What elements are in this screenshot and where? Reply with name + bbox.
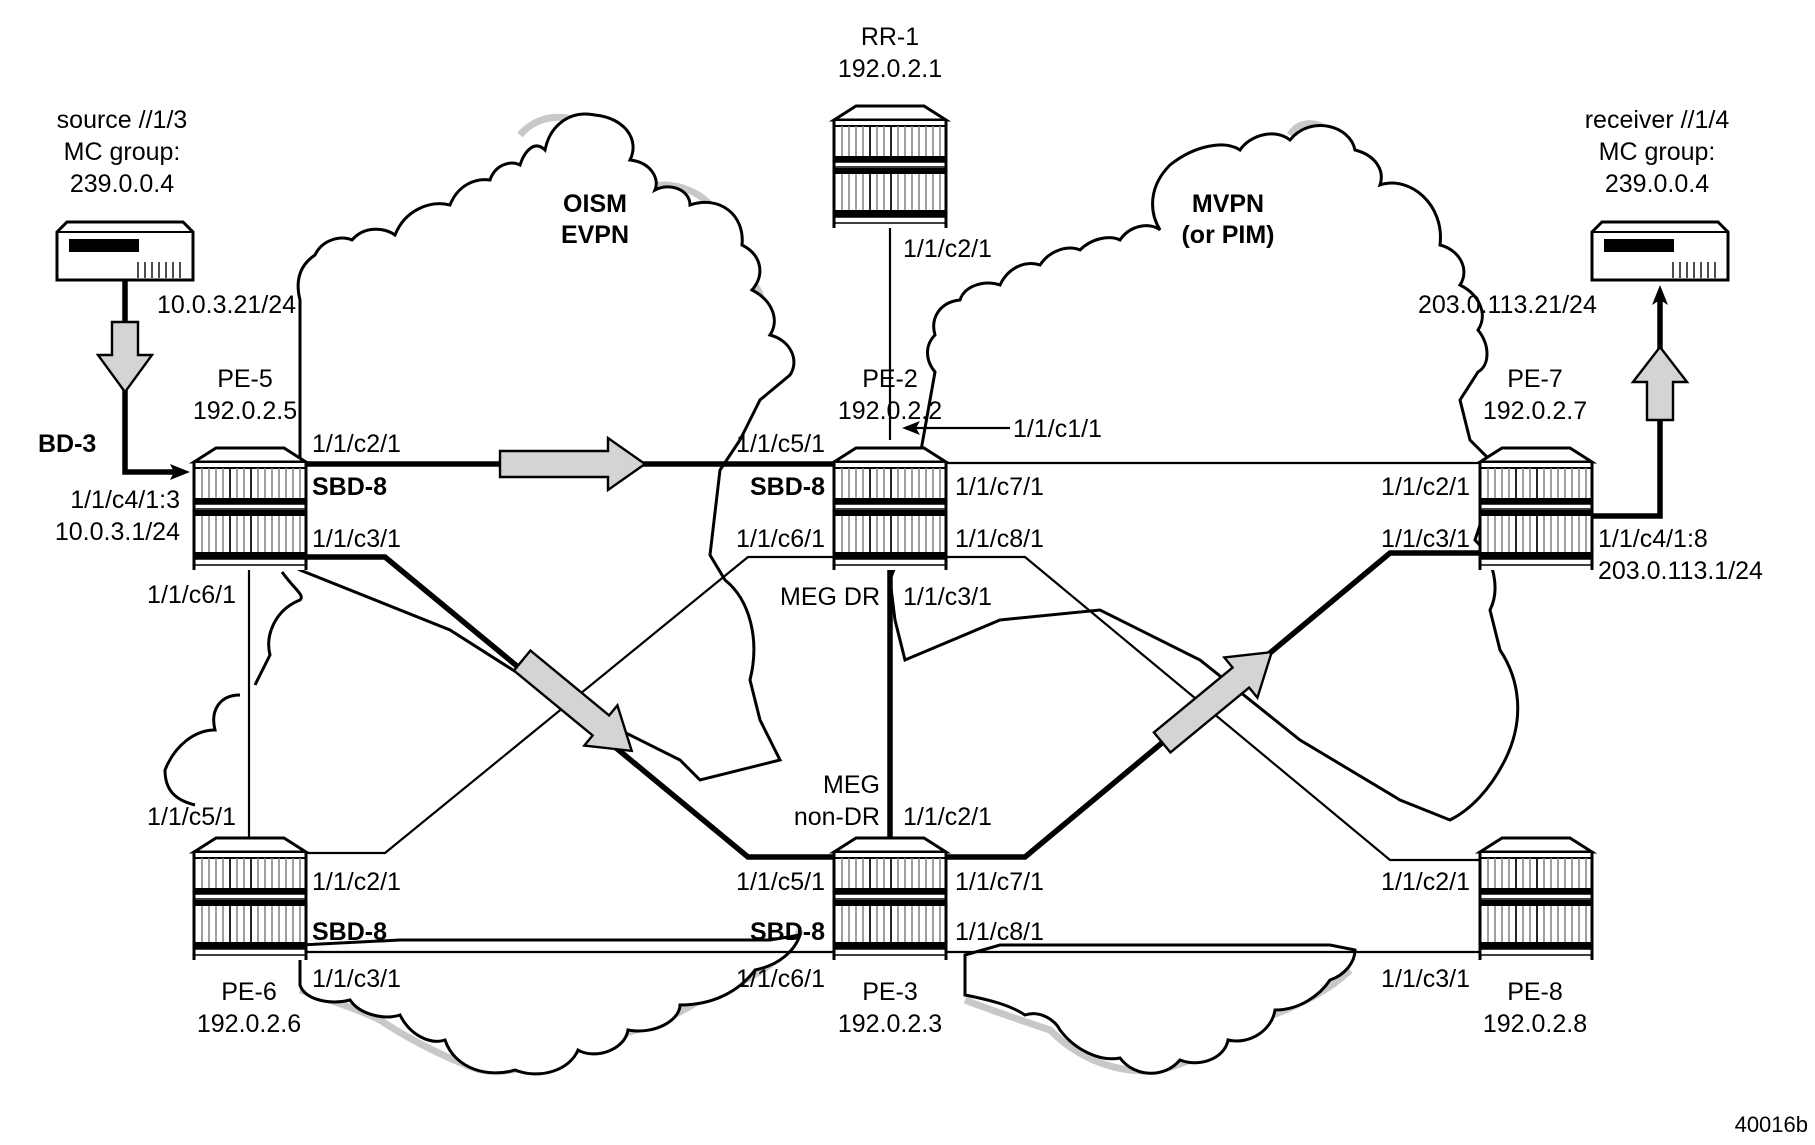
router-pe7-icon[interactable]	[1478, 446, 1594, 572]
pe5-c6-label: 1/1/c6/1	[147, 581, 236, 609]
pe2-sbd8-label: SBD-8	[750, 473, 825, 501]
cloud-lower-left	[298, 928, 804, 1076]
cloud-mvpn	[888, 120, 1520, 822]
pe5-c4-ip: 10.0.3.1/24	[55, 518, 180, 546]
pe6-name: PE-6	[221, 978, 277, 1006]
cloud-mvpn-title-line1: MVPN	[1192, 190, 1264, 218]
router-pe2-icon[interactable]	[832, 446, 948, 572]
pe3-name: PE-3	[862, 978, 918, 1006]
pe8-name: PE-8	[1507, 978, 1563, 1006]
pe5-c2-label: 1/1/c2/1	[312, 430, 401, 458]
cloud-oism-title-line1: OISM	[563, 190, 627, 218]
flow-arrow-pe5-to-pe3	[512, 648, 634, 753]
rr1-ip: 192.0.2.1	[838, 55, 942, 83]
pe3-ip: 192.0.2.3	[838, 1010, 942, 1038]
receiver-label-line2: MC group:	[1599, 138, 1716, 166]
pe3-c2-label: 1/1/c2/1	[903, 803, 992, 831]
pe5-c4-label: 1/1/c4/1:3	[70, 486, 180, 514]
source-label-line1: source //1/3	[57, 106, 188, 134]
pe5-ip: 192.0.2.5	[193, 397, 297, 425]
bd3-label: BD-3	[38, 430, 96, 458]
pe6-c2-label: 1/1/c2/1	[312, 868, 401, 896]
flow-arrow-receiver-up	[1630, 345, 1690, 422]
source-label-line2: MC group:	[64, 138, 181, 166]
pe3-c5-label: 1/1/c5/1	[736, 868, 825, 896]
cloud-lower-right	[963, 943, 1357, 1075]
source-host-icon[interactable]	[55, 220, 195, 282]
pe6-c5-label: 1/1/c5/1	[147, 803, 236, 831]
cloud-left-fragment	[253, 571, 303, 686]
receiver-label-line1: receiver //1/4	[1585, 106, 1730, 134]
receiver-label-line3: 239.0.0.4	[1605, 170, 1709, 198]
pe6-ip: 192.0.2.6	[197, 1010, 301, 1038]
arrowhead-bd3	[170, 464, 190, 480]
pe8-ip: 192.0.2.8	[1483, 1010, 1587, 1038]
router-pe5-icon[interactable]	[192, 446, 308, 572]
pe7-c4-label: 1/1/c4/1:8	[1598, 525, 1708, 553]
pe2-c1-label: 1/1/c1/1	[1013, 415, 1102, 443]
meg-nondr-label-line1: MEG	[823, 771, 880, 799]
source-label-line3: 239.0.0.4	[70, 170, 174, 198]
rr1-name: RR-1	[861, 23, 919, 51]
flow-arrow-source-down	[95, 320, 155, 395]
pe3-c8-label: 1/1/c8/1	[955, 918, 1044, 946]
pointer-arrowhead	[902, 421, 920, 435]
rr1-c2-label: 1/1/c2/1	[903, 235, 992, 263]
pe6-sbd8-label: SBD-8	[312, 918, 387, 946]
receiver-ip: 203.0.113.21/24	[1418, 291, 1597, 319]
pe7-c3-label: 1/1/c3/1	[1381, 525, 1470, 553]
figure-id: 40016b	[1735, 1112, 1808, 1137]
pe2-c7-label: 1/1/c7/1	[955, 473, 1044, 501]
pe7-c2-label: 1/1/c2/1	[1381, 473, 1470, 501]
pe7-name: PE-7	[1507, 365, 1563, 393]
router-pe6-icon[interactable]	[192, 836, 308, 962]
pe2-c6-label: 1/1/c6/1	[736, 525, 825, 553]
pe2-ip: 192.0.2.2	[838, 397, 942, 425]
cloud-lower-right-outline	[963, 943, 1357, 1075]
source-ip: 10.0.3.21/24	[157, 291, 296, 319]
pe5-sbd8-label: SBD-8	[312, 473, 387, 501]
arrowhead-receiver	[1652, 285, 1668, 305]
pe2-name: PE-2	[862, 365, 918, 393]
router-rr1-icon[interactable]	[832, 104, 948, 230]
pe2-c3-label: 1/1/c3/1	[903, 583, 992, 611]
pe5-c3-label: 1/1/c3/1	[312, 525, 401, 553]
flow-arrow-pe5-to-pe2	[498, 435, 648, 493]
pe8-c2-label: 1/1/c2/1	[1381, 868, 1470, 896]
pe7-c4-ip: 203.0.113.1/24	[1598, 557, 1763, 585]
cloud-oism-title-line2: EVPN	[561, 221, 629, 249]
pe2-c8-label: 1/1/c8/1	[955, 525, 1044, 553]
cloud-left-fragment-2	[163, 693, 241, 807]
pe8-c3-label: 1/1/c3/1	[1381, 965, 1470, 993]
pe2-c5-label: 1/1/c5/1	[736, 430, 825, 458]
meg-nondr-label-line2: non-DR	[794, 803, 880, 831]
pe5-name: PE-5	[217, 365, 273, 393]
pe3-c6-label: 1/1/c6/1	[736, 965, 825, 993]
router-pe3-icon[interactable]	[832, 836, 948, 962]
cloud-oism-evpn	[266, 112, 796, 782]
cloud-mvpn-title-line2: (or PIM)	[1181, 221, 1274, 249]
pe3-sbd8-label: SBD-8	[750, 918, 825, 946]
pe6-c3-label: 1/1/c3/1	[312, 965, 401, 993]
pe3-c7-label: 1/1/c7/1	[955, 868, 1044, 896]
router-pe8-icon[interactable]	[1478, 836, 1594, 962]
flow-arrow-pe3-to-pe7	[1152, 650, 1274, 755]
pe7-ip: 192.0.2.7	[1483, 397, 1587, 425]
cloud-oism-outline	[266, 112, 796, 782]
cloud-lower-left-outline	[298, 933, 803, 1076]
meg-dr-label: MEG DR	[780, 583, 880, 611]
cloud-mvpn-outline	[888, 124, 1520, 822]
receiver-host-icon[interactable]	[1590, 220, 1730, 282]
